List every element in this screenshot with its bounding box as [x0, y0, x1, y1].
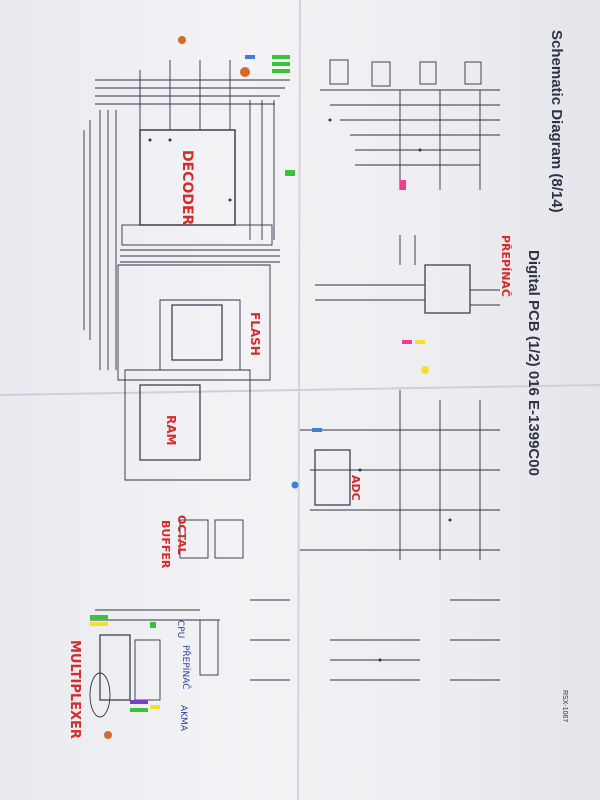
analog-circuits-top: [320, 59, 500, 190]
document-subtitle: Digital PCB (1/2) 016 E-1399C00: [525, 250, 542, 476]
label-multiplexer: MULTIPLEXER: [67, 640, 82, 739]
fold-crease: [297, 0, 301, 800]
label-decoder: DECODER: [179, 150, 195, 226]
label-buffer: BUFFER: [159, 520, 172, 569]
component-dots: [148, 118, 452, 662]
label-cpu: CPU: [175, 620, 185, 639]
flash-chip: [171, 304, 223, 361]
label-akma: AKMA: [178, 705, 188, 731]
label-octal: OCTAL: [175, 515, 188, 555]
analog-circuits-bottom: [199, 599, 500, 681]
decoder-chip: [121, 129, 273, 246]
label-prepinac-top: PŘEPÍNAČ: [499, 235, 512, 297]
label-ram: RAM: [164, 415, 178, 446]
document-title: Schematic Diagram (8/14): [548, 30, 565, 213]
ram-chip: [139, 384, 201, 461]
label-adc: ADC: [349, 475, 362, 501]
label-flash: FLASH: [248, 312, 262, 356]
octal-buffer-chips: [179, 519, 244, 559]
prepinac-switch-chip: [315, 235, 500, 314]
multiplexer-chip: [89, 609, 220, 718]
highlighter-marks: [90, 36, 429, 739]
page-code: RSX-1067: [561, 690, 568, 723]
bus-lines: [83, 60, 290, 481]
adc-chip: [300, 390, 500, 560]
label-prepinac-bottom: PŘEPÍNAČ: [180, 645, 190, 690]
